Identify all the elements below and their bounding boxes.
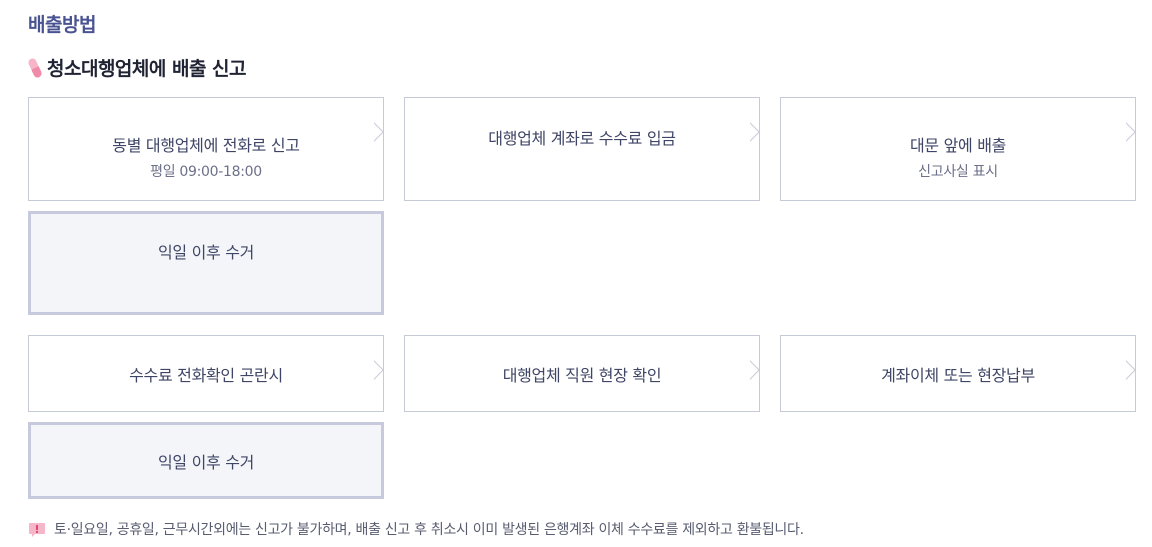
step-main-text: 대문 앞에 배출	[909, 136, 1007, 155]
step-sub-text: 평일 09:00-18:00	[150, 164, 262, 180]
result-text: 익일 이후 수거	[157, 243, 255, 262]
flow2-step-onsite-check: 대행업체 직원 현장 확인	[404, 335, 760, 412]
pill-icon	[28, 58, 42, 77]
section-heading: 청소대행업체에 배출 신고	[28, 54, 247, 81]
step-main-text: 대행업체 직원 현장 확인	[502, 365, 662, 385]
result-text: 익일 이후 수거	[157, 452, 255, 472]
chevron-right-icon	[750, 122, 770, 142]
flow2-step-payment-method: 계좌이체 또는 현장납부	[780, 335, 1136, 412]
chevron-right-icon	[750, 360, 770, 380]
step-main-text: 대행업체 계좌로 수수료 입금	[488, 129, 676, 148]
section-title: 청소대행업체에 배출 신고	[47, 58, 247, 80]
notice-text: 토·일요일, 공휴일, 근무시간외에는 신고가 불가하며, 배출 신고 후 취소…	[54, 522, 804, 538]
step-main-text: 동별 대행업체에 전화로 신고	[112, 136, 300, 155]
flow1-step-deposit-fee: 대행업체 계좌로 수수료 입금	[404, 97, 760, 201]
page-title: 배출방법	[28, 14, 96, 36]
step-main-text: 계좌이체 또는 현장납부	[881, 365, 1035, 385]
chevron-right-icon	[374, 360, 394, 380]
step-sub-text: 신고사실 표시	[918, 164, 998, 180]
flow1-result-collection: 익일 이후 수거	[28, 211, 384, 315]
notice: 토·일요일, 공휴일, 근무시간외에는 신고가 불가하며, 배출 신고 후 취소…	[28, 519, 804, 539]
step-main-text: 수수료 전화확인 곤란시	[129, 365, 283, 385]
chevron-right-icon	[1126, 122, 1146, 142]
chevron-right-icon	[374, 122, 394, 142]
flow2-step-phone-check-difficult: 수수료 전화확인 곤란시	[28, 335, 384, 412]
warning-icon	[29, 522, 45, 537]
flow2-result-collection: 익일 이후 수거	[28, 422, 384, 499]
flow1-step-dispose-front-gate: 대문 앞에 배출 신고사실 표시	[780, 97, 1136, 201]
chevron-right-icon	[1126, 360, 1146, 380]
flow1-step-phone-report: 동별 대행업체에 전화로 신고 평일 09:00-18:00	[28, 97, 384, 201]
